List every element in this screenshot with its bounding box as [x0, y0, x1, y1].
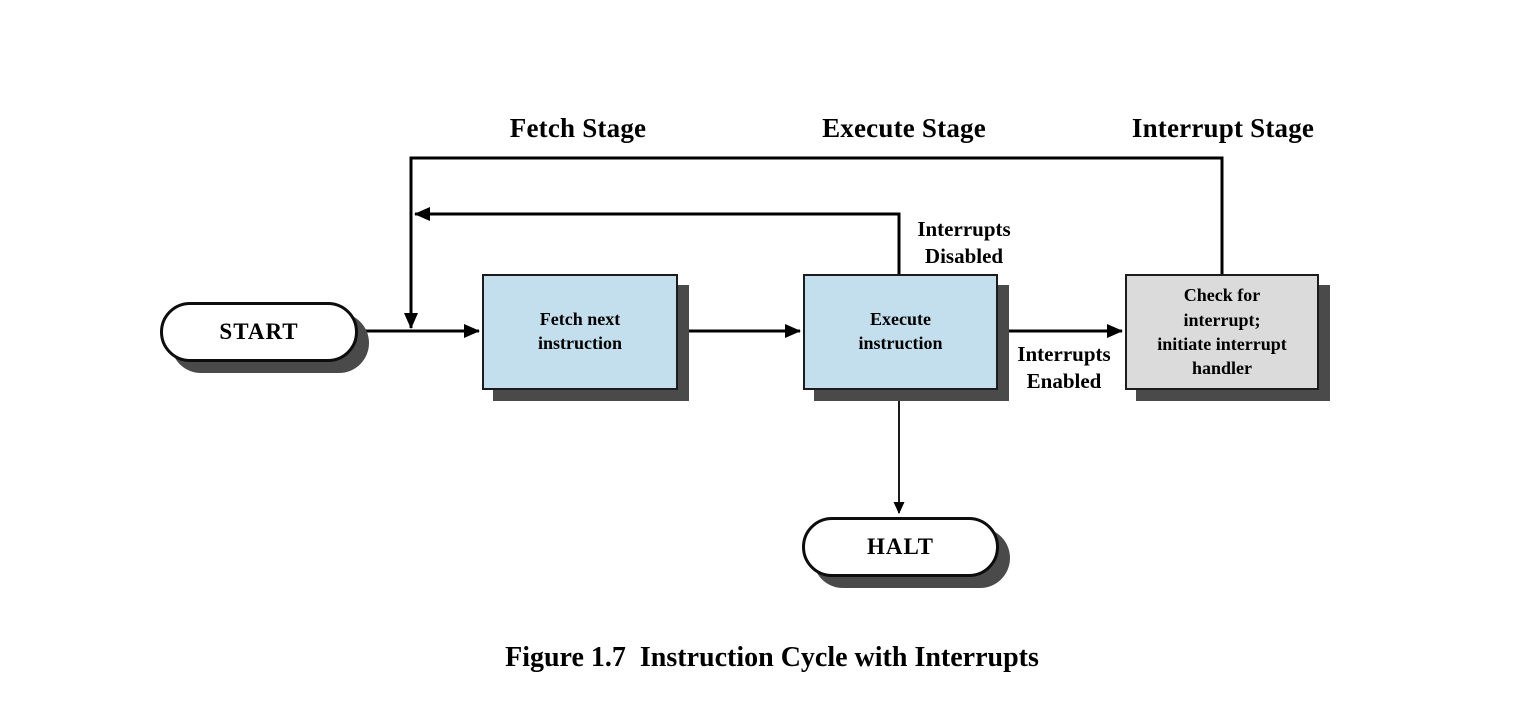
- stage-label-fetch: Fetch Stage: [509, 113, 647, 143]
- interrupts-enabled-label: Interrupts Enabled: [1017, 342, 1111, 393]
- start-node-label: START: [219, 319, 299, 344]
- fetch-instruction-label: Fetch next instruction: [537, 309, 622, 353]
- execute-instruction-node: Execute instruction: [803, 274, 998, 390]
- check-interrupt-label: Check for interrupt; initiate interrupt …: [1157, 285, 1287, 379]
- halt-node: HALT: [802, 517, 999, 577]
- figure-caption: Figure 1.7 Instruction Cycle with Interr…: [505, 642, 1039, 673]
- fetch-instruction-node: Fetch next instruction: [482, 274, 678, 390]
- edge-execute-return-interrupts-disabled: [414, 207, 901, 275]
- stage-label-interrupt: Interrupt Stage: [1131, 113, 1315, 143]
- start-node: START: [160, 302, 358, 362]
- interrupts-disabled-label: Interrupts Disabled: [917, 217, 1011, 268]
- execute-instruction-label: Execute instruction: [858, 309, 943, 353]
- stage-label-execute: Execute Stage: [822, 113, 986, 143]
- halt-node-label: HALT: [866, 534, 935, 559]
- check-interrupt-node: Check for interrupt; initiate interrupt …: [1125, 274, 1319, 390]
